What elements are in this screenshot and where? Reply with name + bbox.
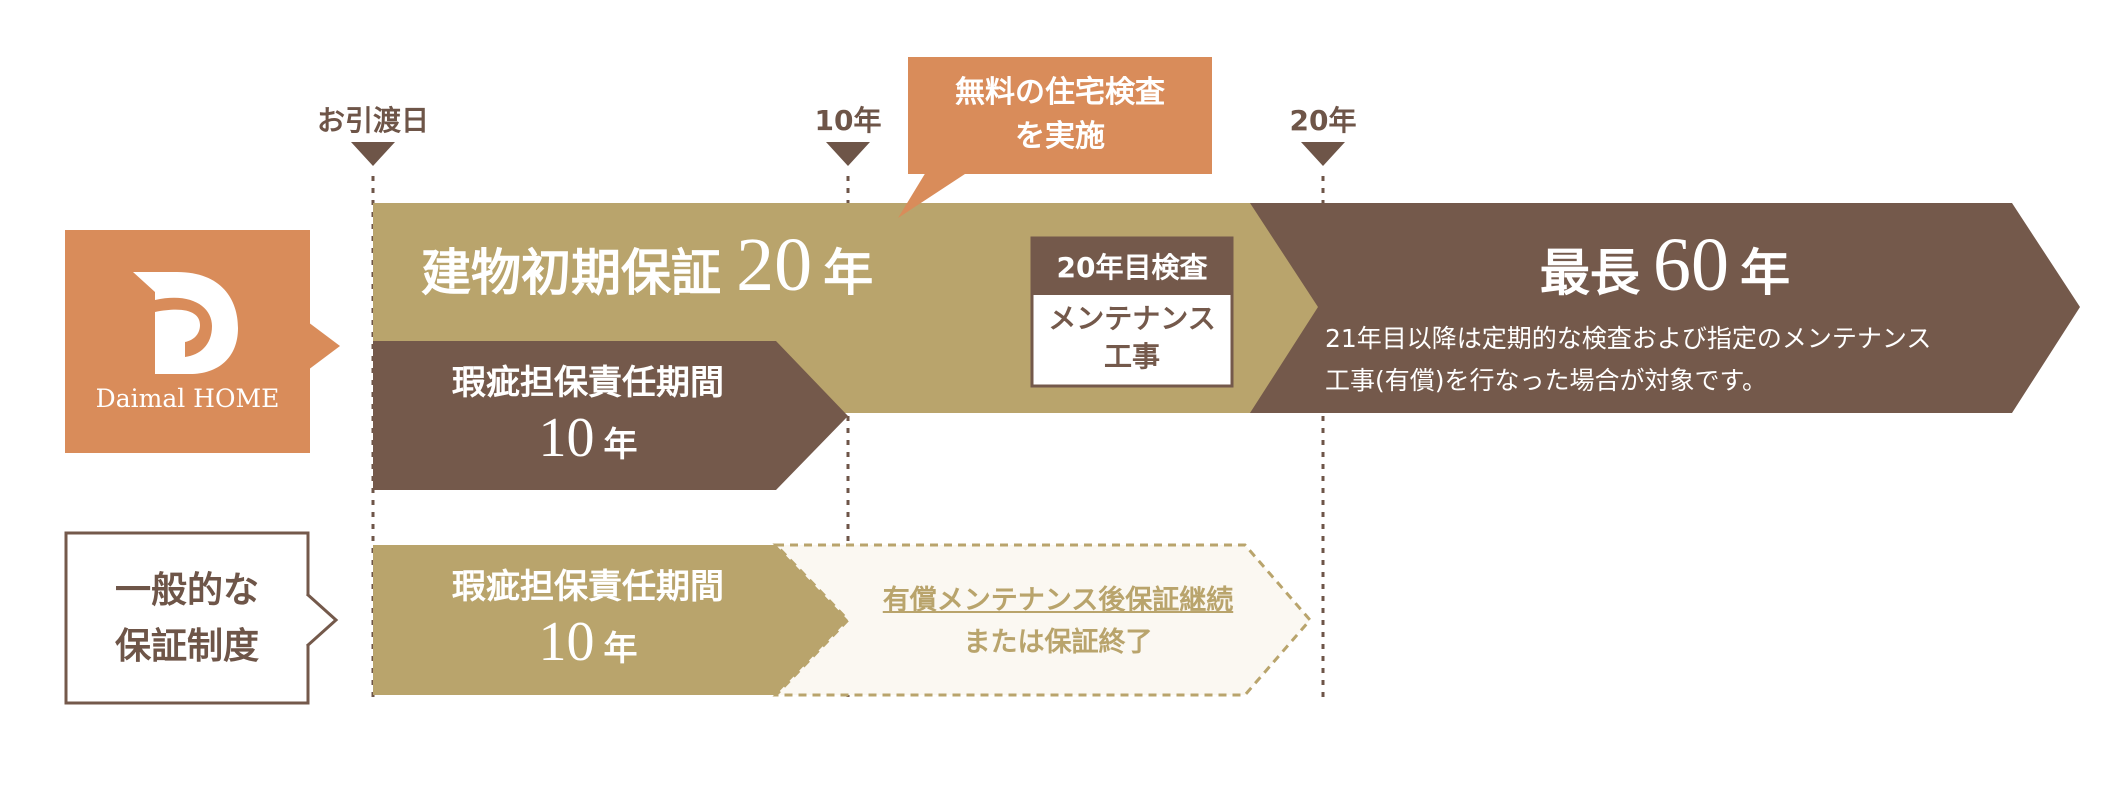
callout-line2: を実施	[1015, 119, 1105, 154]
general-label-line2: 保証制度	[114, 626, 259, 667]
inspection-line2: 工事	[1103, 340, 1160, 373]
defect-liability-unit: 年	[603, 425, 638, 465]
general-label-pointer-fill	[306, 595, 335, 645]
defect-liability-line1: 瑕疵担保責任期間	[452, 363, 724, 403]
max-warranty-bar	[1250, 203, 2080, 413]
max-years: 60	[1653, 223, 1729, 307]
defect-liability-text-daimal: 瑕疵担保責任期間 10 年	[373, 360, 803, 483]
initial-warranty-years: 20	[736, 223, 813, 307]
initial-warranty-title: 建物初期保証 20 年	[421, 222, 873, 312]
max-note-line1: 21年目以降は定期的な検査および指定のメンテナンス	[1325, 324, 1932, 353]
callout-line1: 無料の住宅検査	[955, 75, 1165, 110]
max-note: 21年目以降は定期的な検査および指定のメンテナンス 工事(有償)を行なった場合が…	[1325, 318, 1931, 402]
callout-pointer	[898, 172, 968, 218]
initial-warranty-label: 建物初期保証	[421, 244, 721, 302]
general-label-line1: 一般的な	[114, 570, 259, 611]
max-note-line2: 工事(有償)を行なった場合が対象です。	[1325, 366, 1768, 395]
after-warranty-line2: または保証終了	[963, 627, 1153, 658]
defect-liability-text-general: 瑕疵担保責任期間 10 年	[373, 564, 803, 687]
logo-text: Daimal HOME	[95, 384, 280, 413]
general-defect-line1: 瑕疵担保責任期間	[452, 567, 724, 607]
inspection-line1: メンテナンス	[1048, 302, 1216, 335]
max-label: 最長	[1539, 244, 1640, 302]
after-warranty-text: 有償メンテナンス後保証継続 または保証終了	[848, 580, 1268, 664]
general-defect-years: 10	[538, 611, 595, 673]
after-warranty-dashed-box	[772, 543, 1312, 697]
defect-liability-years-line: 10 年	[373, 406, 803, 483]
callout-box	[908, 57, 1212, 174]
marker-label-10y: 10年	[814, 104, 882, 137]
general-label-pointer	[305, 592, 339, 648]
max-warranty-title: 最長 60 年	[1320, 222, 2010, 309]
general-defect-years-line: 10 年	[373, 610, 803, 687]
defect-liability-arrow-general	[373, 545, 848, 695]
inspection-box-header	[1032, 238, 1232, 295]
general-defect-unit: 年	[603, 629, 638, 669]
initial-warranty-unit: 年	[823, 244, 874, 302]
marker-triangle-20y	[1301, 142, 1345, 166]
max-unit: 年	[1740, 244, 1791, 302]
logo-box-pointer	[308, 322, 340, 370]
marker-label-20y: 20年	[1289, 104, 1357, 137]
callout-text: 無料の住宅検査 を実施	[908, 71, 1212, 159]
inspection-body: メンテナンス 工事	[1032, 300, 1232, 376]
logo-d-icon	[133, 272, 238, 374]
marker-label-handover: お引渡日	[316, 104, 429, 137]
general-label-box	[64, 531, 310, 705]
marker-triangle-10y	[826, 142, 870, 166]
defect-liability-arrow-daimal	[373, 341, 848, 490]
general-label: 一般的な 保証制度	[66, 563, 308, 675]
after-warranty-line1: 有償メンテナンス後保証継続	[882, 585, 1234, 616]
logo-d-swoosh	[155, 297, 212, 357]
defect-liability-years: 10	[538, 407, 595, 469]
marker-triangle-handover	[351, 142, 395, 166]
inspection-title: 20年目検査	[1056, 251, 1208, 284]
